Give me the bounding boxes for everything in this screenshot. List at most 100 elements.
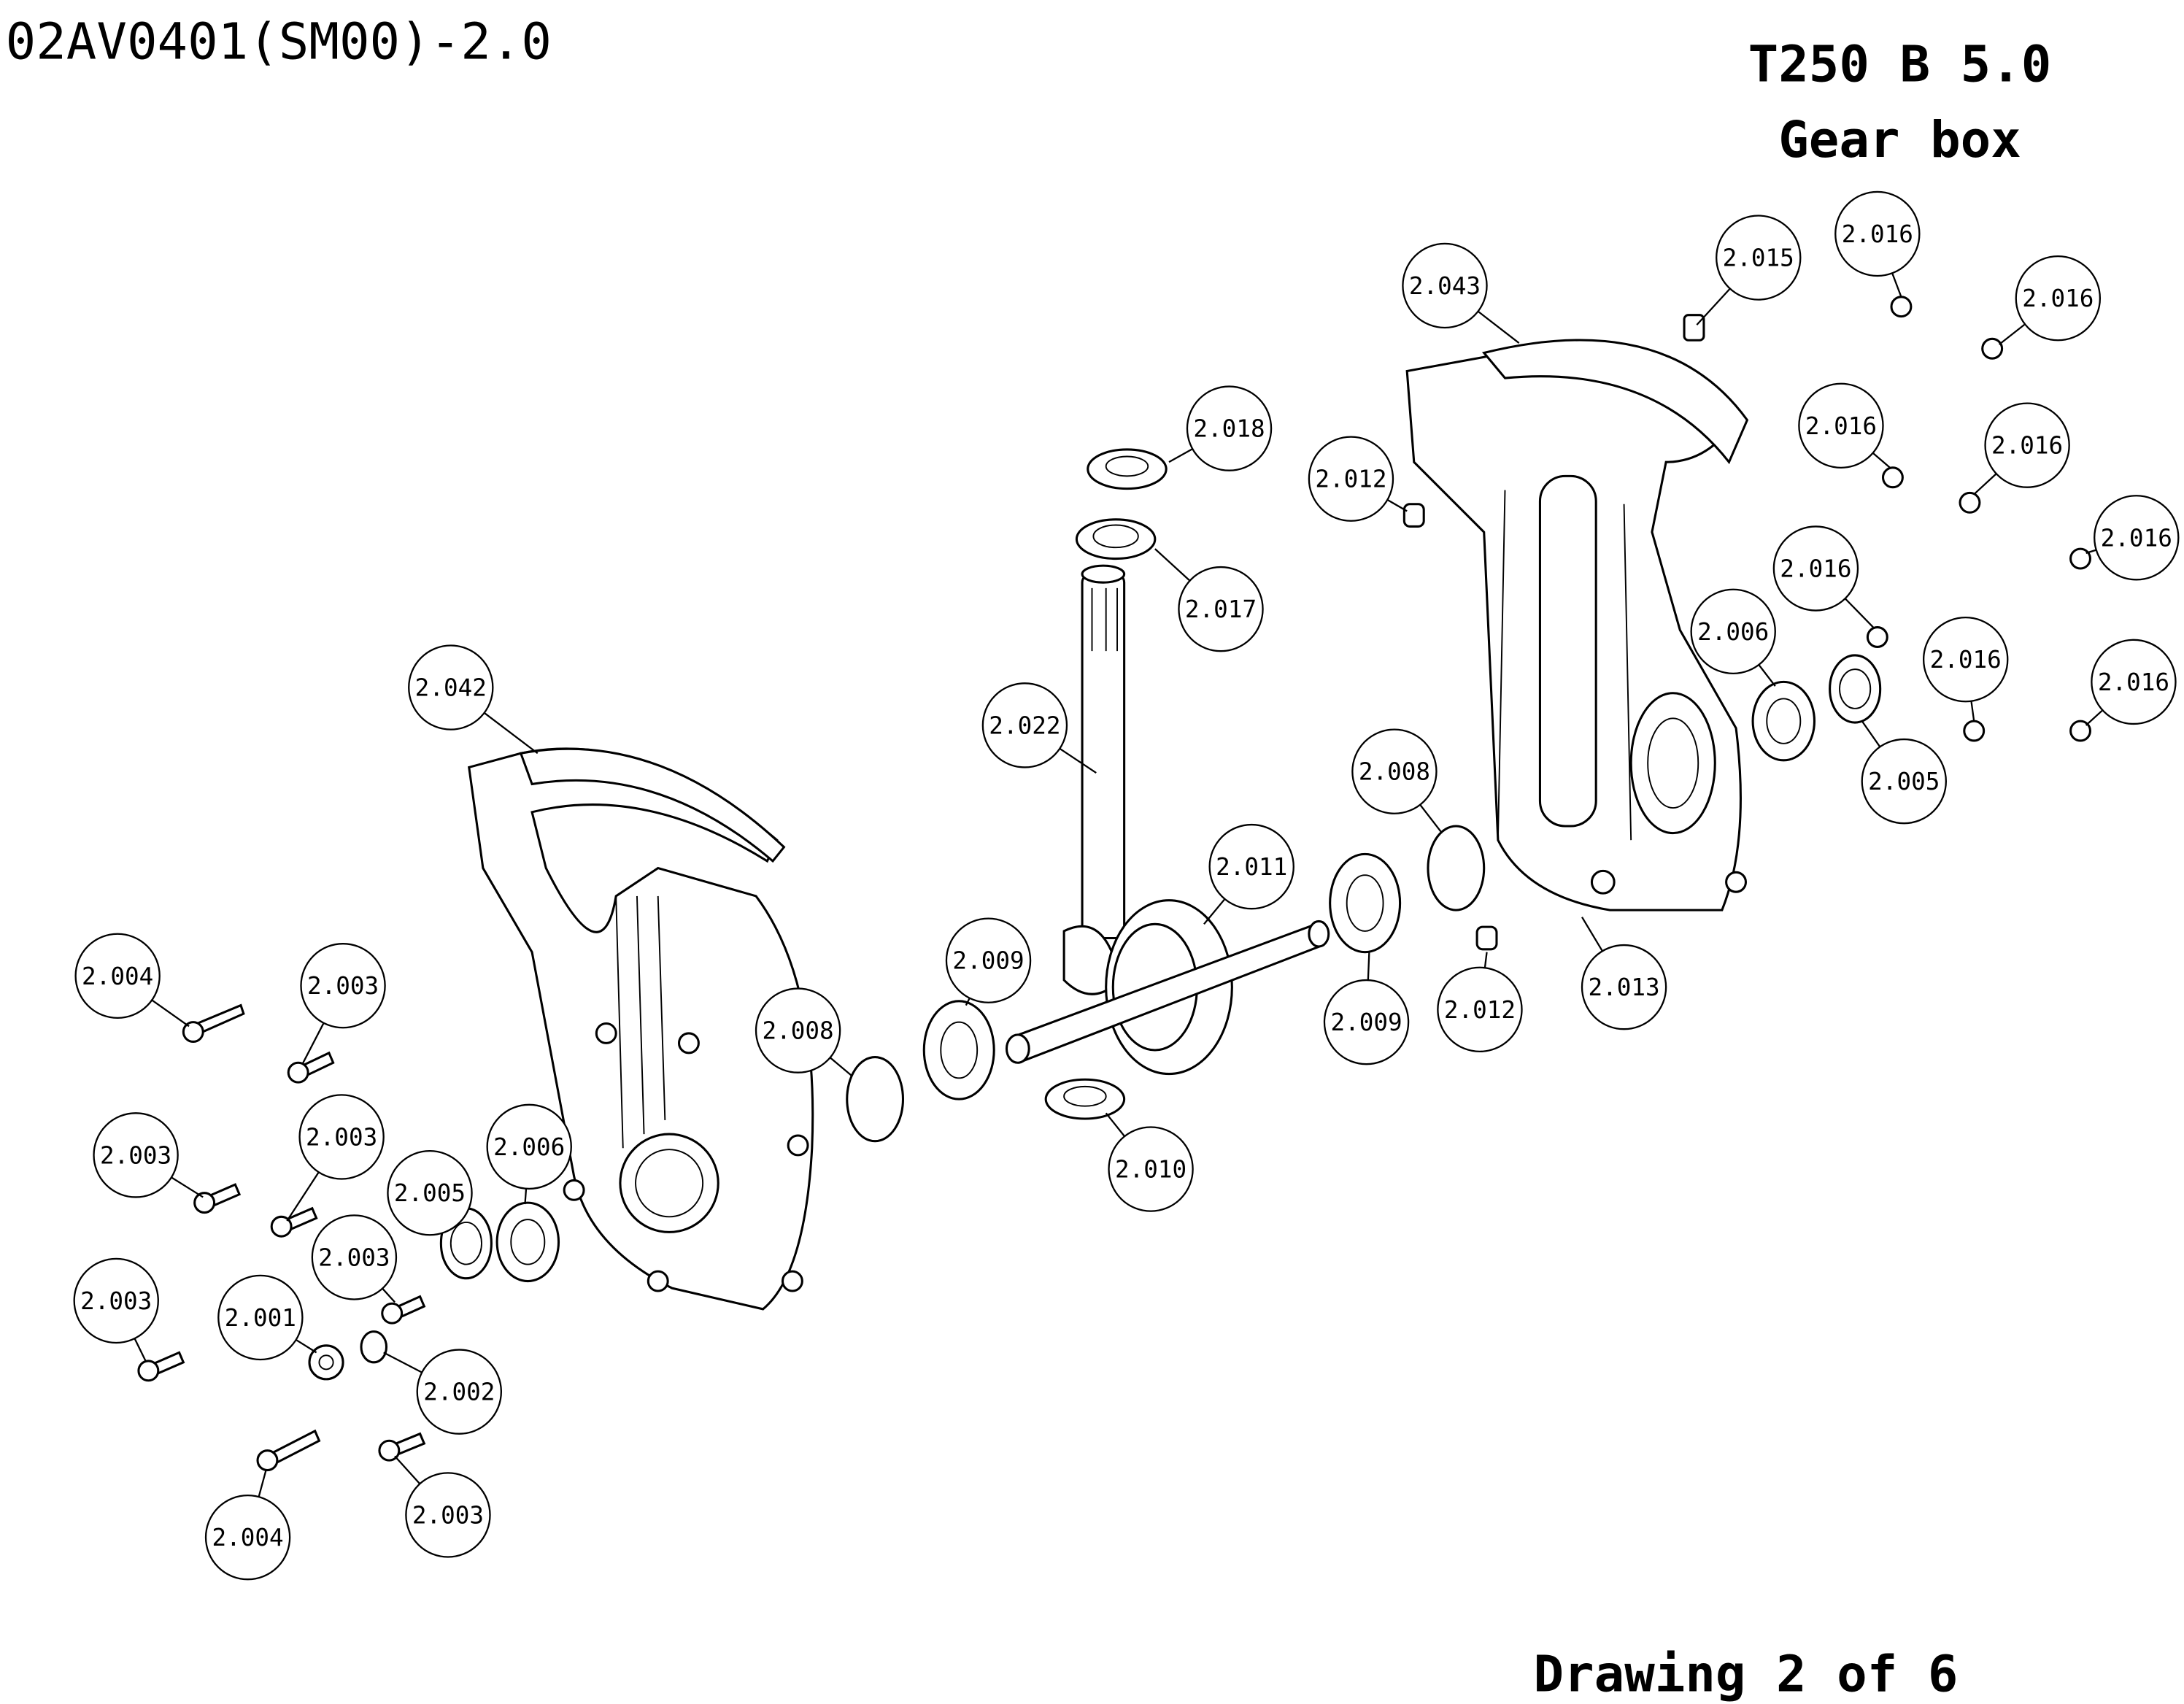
callout-circle [1834,190,1921,277]
leader-line [2085,709,2104,726]
leader-line [1872,452,1891,469]
leader-line [383,1352,422,1373]
callout-2.008: 2.008 [755,987,852,1076]
callout-label: 2.016 [1780,555,1851,582]
callout-circle [1323,979,1410,1065]
callout-2.002: 2.002 [383,1349,503,1435]
callout-2.009: 2.009 [1323,952,1410,1065]
callout-2.016: 2.016 [2085,639,2177,726]
callout-label: 2.012 [1315,466,1386,493]
callout-label: 2.016 [1991,432,2063,460]
leader-line [1999,323,2026,345]
callout-circle [74,933,161,1019]
callout-2.006: 2.006 [1690,588,1776,687]
leader-line [1973,473,1997,496]
leader-line [296,1338,317,1354]
leader-line [1203,898,1226,925]
callout-label: 2.003 [307,972,379,1000]
callout-2.042: 2.042 [408,644,539,755]
callout-2.005: 2.005 [387,1149,473,1236]
callout-2.013: 2.013 [1581,917,1667,1030]
callout-circle [1922,616,2009,703]
callout-label: 2.042 [415,674,487,702]
callout-label: 2.015 [1723,244,1794,272]
leader-line [1483,952,1488,968]
callout-2.004: 2.004 [204,1470,291,1581]
leader-line [1861,720,1881,748]
leader-line [524,1188,528,1205]
leader-line [1168,448,1193,463]
callout-circle [755,987,841,1073]
bearings-and-seals [308,314,1882,1381]
leader-line [1891,272,1902,298]
callout-2.017: 2.017 [1154,548,1264,652]
callout-2.003: 2.003 [300,943,386,1065]
callout-2.003: 2.003 [311,1214,398,1303]
callout-circle [1208,823,1294,910]
callout-circle [1861,738,1947,825]
callout-label: 2.004 [212,1524,284,1551]
callout-label: 2.013 [1588,974,1659,1001]
callout-2.015: 2.015 [1696,215,1802,325]
callout-label: 2.017 [1185,595,1257,623]
callout-label: 2.005 [1868,768,1940,795]
left-housing-part [468,747,814,1311]
leader-line [151,999,190,1028]
fasteners [137,296,2091,1472]
callout-label: 2.043 [1409,272,1481,300]
right-housing-part [1405,339,1749,911]
callout-2.004: 2.004 [74,933,190,1028]
callout-label: 2.003 [80,1287,152,1315]
callout-label: 2.016 [2101,524,2172,552]
callout-label: 2.022 [989,712,1060,739]
callout-circle [405,1472,491,1558]
callout-layer: 2.015 2.016 2.016 2.043 2.018 2.012 2.016 2.016… [73,190,2180,1581]
leader-line [394,1455,421,1485]
callout-circle [311,1214,398,1300]
callout-circle [1351,728,1438,814]
leader-line [1386,498,1408,512]
leader-line [134,1338,147,1362]
leader-line [829,1057,852,1076]
callout-label: 2.003 [318,1244,390,1271]
callout-circle [408,644,494,730]
callout-2.016: 2.016 [2085,495,2180,581]
callout-label: 2.016 [1805,412,1877,440]
callout-label: 2.012 [1444,996,1516,1024]
leader-line [1059,747,1097,774]
callout-circle [2094,495,2180,581]
callout-2.006: 2.006 [486,1103,572,1205]
leader-line [1758,664,1776,687]
callout-2.008: 2.008 [1351,728,1443,834]
callout-2.043: 2.043 [1402,242,1520,344]
leader-line [301,1022,325,1065]
callout-label: 2.016 [2022,285,2094,312]
callout-label: 2.016 [1842,220,1913,248]
callout-2.016: 2.016 [1922,616,2009,722]
leader-line [382,1287,395,1303]
leader-line [171,1176,204,1198]
callout-circle [486,1103,572,1190]
callout-label: 2.009 [952,947,1024,975]
leader-line [258,1470,267,1497]
callout-2.003: 2.003 [93,1112,204,1198]
callout-label: 2.006 [1697,618,1769,646]
callout-label: 2.003 [306,1123,377,1151]
callout-label: 2.002 [423,1379,495,1406]
leader-line [2085,549,2097,554]
leader-line [1844,598,1874,628]
callout-2.011: 2.011 [1203,823,1294,925]
leader-line [483,712,539,755]
callout-2.005: 2.005 [1861,720,1947,825]
callout-2.003: 2.003 [394,1455,491,1558]
callout-label: 2.009 [1330,1009,1402,1036]
callout-label: 2.005 [394,1179,466,1207]
callout-label: 2.011 [1216,853,1287,881]
callout-label: 2.006 [493,1133,565,1161]
document-code: 02AV0401(SM00)-2.0 [6,13,552,72]
callout-2.003: 2.003 [286,1094,385,1222]
callout-2.018: 2.018 [1168,385,1273,471]
callout-2.010: 2.010 [1105,1112,1194,1212]
callout-circle [204,1494,291,1581]
callout-2.016: 2.016 [1999,255,2102,345]
